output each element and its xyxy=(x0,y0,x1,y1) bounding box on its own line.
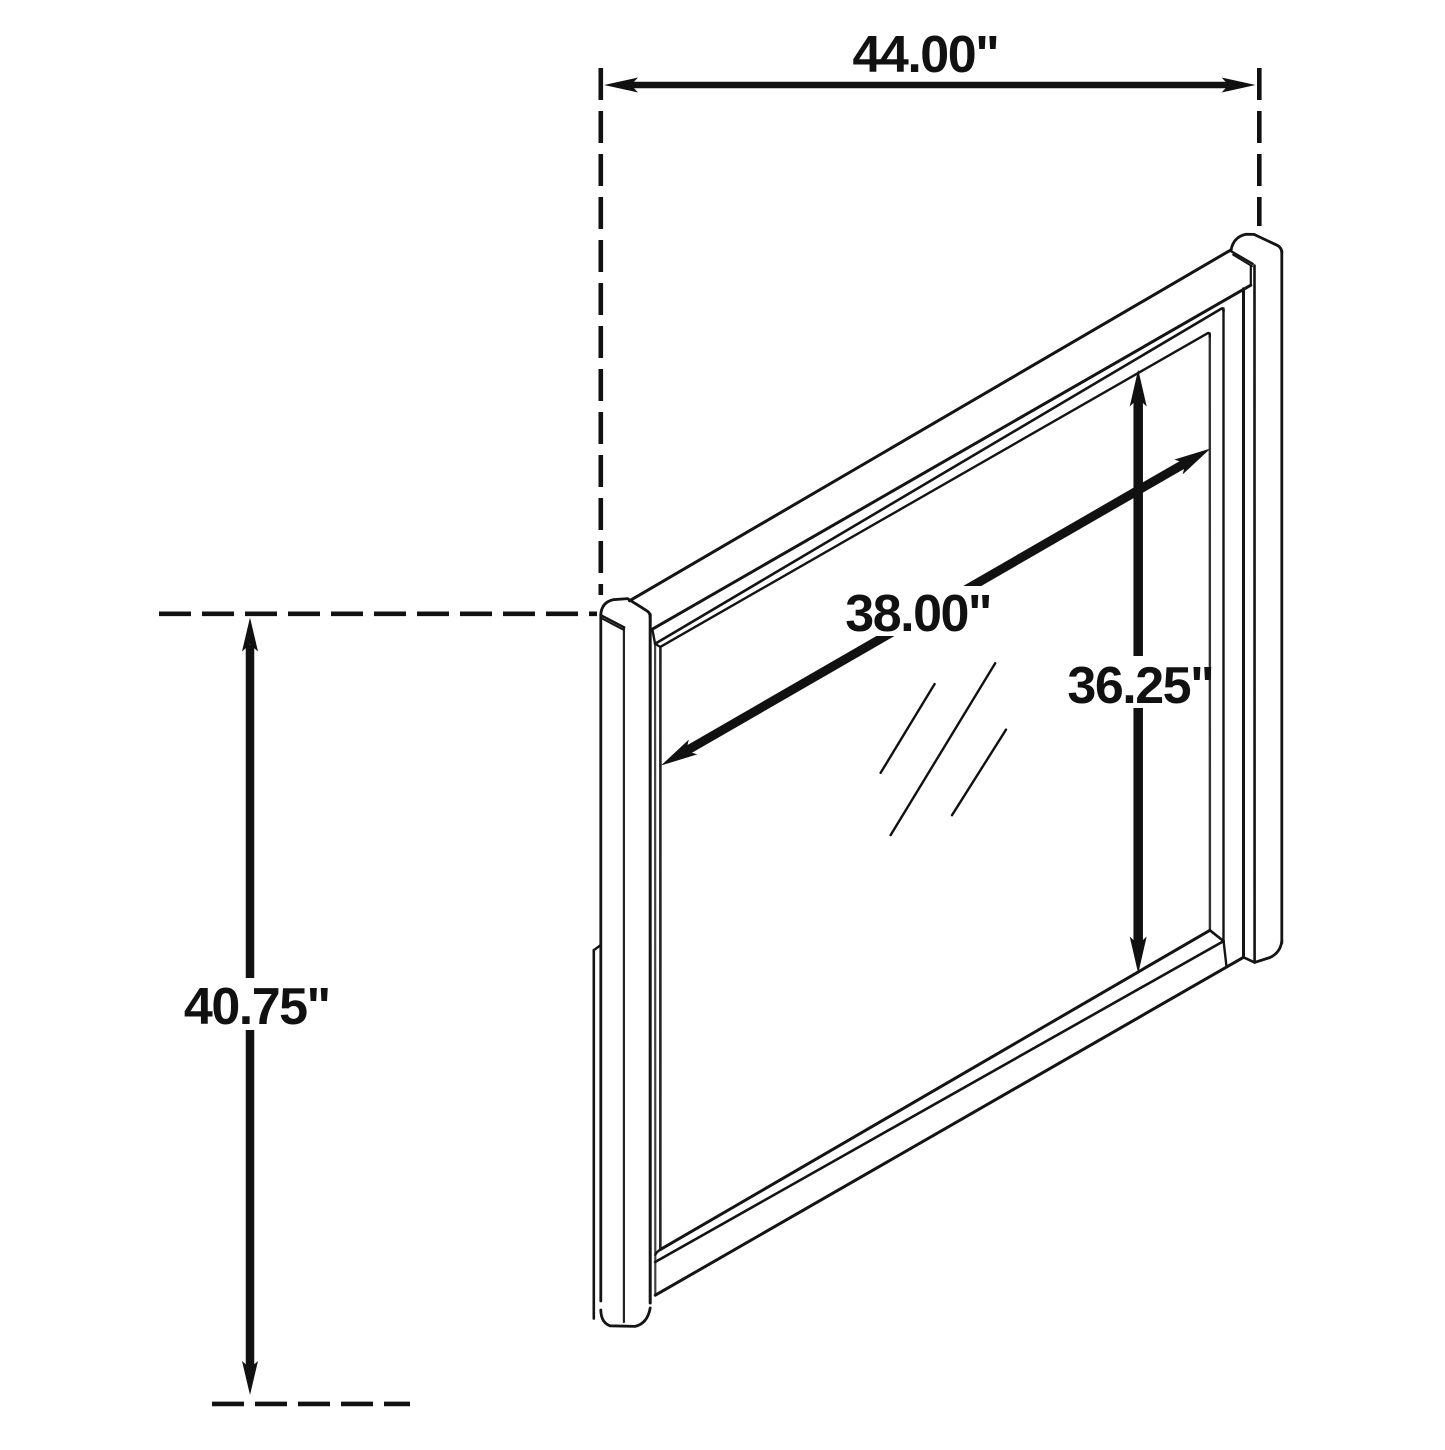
svg-text:36.25": 36.25" xyxy=(1067,657,1213,715)
svg-text:40.75": 40.75" xyxy=(184,978,330,1036)
svg-text:44.00": 44.00" xyxy=(853,26,999,84)
svg-text:38.00": 38.00" xyxy=(845,585,991,643)
